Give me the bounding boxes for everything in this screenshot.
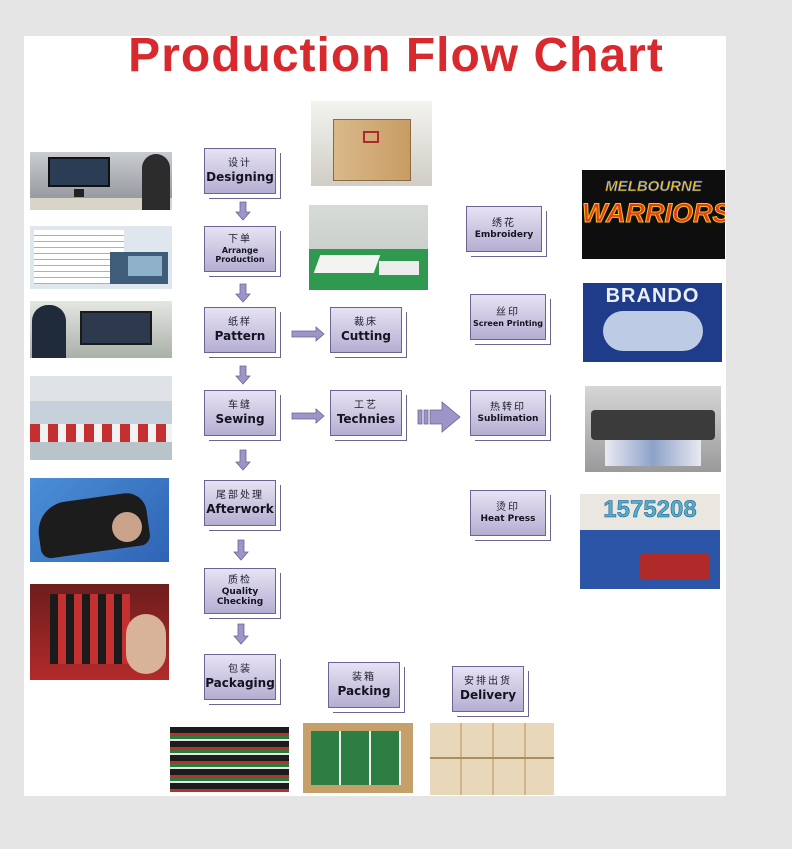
step-sublimation: 热转印 Sublimation bbox=[470, 390, 546, 436]
step-heatpress-cn: 烫印 bbox=[496, 502, 520, 513]
number-text: 1575208 bbox=[603, 496, 697, 524]
step-sewing-cn: 车缝 bbox=[228, 400, 252, 411]
arrow-designing-arrange bbox=[235, 201, 251, 221]
page-title: Production Flow Chart bbox=[128, 29, 664, 82]
step-embroidery: 绣花 Embroidery bbox=[466, 206, 542, 252]
arrow-pattern-cutting bbox=[291, 326, 325, 342]
quality-check-photo bbox=[30, 584, 169, 680]
sewing-floor-photo bbox=[30, 376, 172, 460]
step-packaging-cn: 包装 bbox=[228, 664, 252, 675]
step-afterwork: 尾部处理 Afterwork bbox=[204, 480, 276, 526]
step-afterwork-cn: 尾部处理 bbox=[216, 490, 264, 501]
step-packing: 装箱 Packing bbox=[328, 662, 400, 708]
step-delivery: 安排出货 Delivery bbox=[452, 666, 524, 712]
step-pattern: 纸样 Pattern bbox=[204, 307, 276, 353]
step-afterwork-en: Afterwork bbox=[206, 502, 274, 516]
embroidery-sample-photo: MELBOURNE WARRIORS bbox=[582, 170, 725, 259]
step-quality-checking: 质检 Quality Checking bbox=[204, 568, 276, 614]
warriors-text: WARRIORS bbox=[582, 198, 725, 229]
arrow-sewing-afterwork bbox=[235, 449, 251, 471]
step-screen-en: Screen Printing bbox=[472, 318, 543, 328]
step-sublimation-cn: 热转印 bbox=[490, 402, 526, 413]
sublimation-printer-photo bbox=[585, 386, 721, 472]
arrow-technies-sublimation bbox=[417, 401, 461, 433]
step-embroidery-cn: 绣花 bbox=[492, 218, 516, 229]
step-quality-cn: 质检 bbox=[228, 575, 252, 586]
step-arrange-production: 下单 Arrange Production bbox=[204, 226, 276, 272]
step-delivery-en: Delivery bbox=[459, 688, 517, 702]
melbourne-text: MELBOURNE bbox=[605, 178, 702, 196]
step-cutting: 裁床 Cutting bbox=[330, 307, 402, 353]
step-heat-press: 烫印 Heat Press bbox=[470, 490, 546, 536]
step-sublimation-en: Sublimation bbox=[477, 414, 539, 424]
step-pattern-en: Pattern bbox=[214, 329, 266, 343]
order-sheet-photo bbox=[30, 226, 172, 289]
step-technies: 工艺 Technies bbox=[330, 390, 402, 436]
step-screen-cn: 丝印 bbox=[496, 306, 520, 318]
arrow-sewing-technies bbox=[291, 408, 325, 424]
arrow-arrange-pattern bbox=[235, 283, 251, 303]
step-sewing-en: Sewing bbox=[215, 412, 265, 426]
step-sewing: 车缝 Sewing bbox=[204, 390, 276, 436]
step-screen-printing: 丝印 Screen Printing bbox=[470, 294, 546, 340]
step-arrange-en: Arrange Production bbox=[215, 246, 265, 264]
pattern-making-photo bbox=[30, 301, 172, 358]
step-delivery-cn: 安排出货 bbox=[464, 676, 512, 687]
heat-press-sample-photo: 1575208 bbox=[580, 494, 720, 589]
step-designing-en: Designing bbox=[206, 170, 274, 184]
step-heatpress-en: Heat Press bbox=[480, 514, 536, 524]
step-packing-en: Packing bbox=[337, 684, 391, 698]
step-arrange-cn: 下单 bbox=[228, 234, 252, 245]
arrow-afterwork-quality bbox=[233, 539, 249, 561]
step-packing-cn: 装箱 bbox=[352, 672, 376, 683]
step-technies-en: Technies bbox=[336, 412, 396, 426]
packing-photo bbox=[303, 723, 413, 793]
step-designing-cn: 设计 bbox=[228, 158, 252, 169]
step-pattern-cn: 纸样 bbox=[228, 317, 252, 328]
step-quality-en: Quality Checking bbox=[216, 587, 264, 607]
step-packaging-en: Packaging bbox=[205, 676, 275, 690]
afterwork-photo bbox=[30, 478, 169, 562]
step-technies-cn: 工艺 bbox=[354, 400, 378, 411]
step-designing: 设计 Designing bbox=[204, 148, 276, 194]
cutting-room-photo bbox=[309, 205, 428, 290]
step-cutting-cn: 裁床 bbox=[354, 317, 378, 328]
packaging-photo bbox=[170, 727, 289, 792]
design-office-photo bbox=[30, 152, 172, 210]
arrow-quality-packaging bbox=[233, 623, 249, 645]
arrow-pattern-sewing bbox=[235, 365, 251, 385]
showroom-photo bbox=[311, 101, 432, 186]
brando-text: BRANDO bbox=[605, 285, 700, 307]
step-packaging: 包装 Packaging bbox=[204, 654, 276, 700]
step-embroidery-en: Embroidery bbox=[474, 230, 534, 240]
delivery-photo bbox=[430, 723, 554, 795]
step-cutting-en: Cutting bbox=[340, 329, 392, 343]
screen-print-sample-photo: BRANDO bbox=[583, 283, 722, 362]
